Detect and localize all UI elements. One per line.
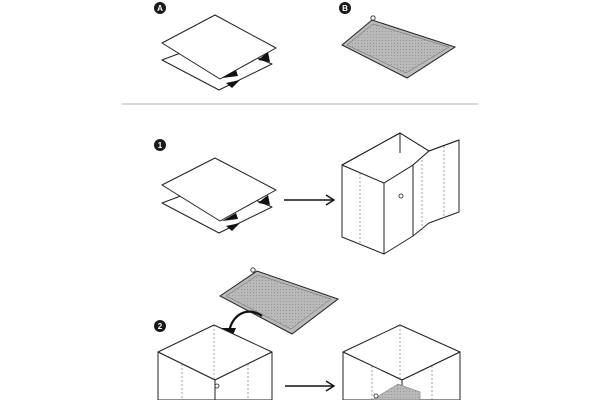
step-a-label: A: [157, 4, 163, 13]
box-icon: [157, 324, 273, 400]
step-2-badge: 2: [154, 320, 166, 332]
grey-panel-icon: [219, 267, 340, 335]
box-icon: [341, 132, 460, 255]
step-b-label: B: [342, 4, 348, 13]
step-1-badge: 1: [154, 139, 166, 151]
grey-panel-icon: [341, 15, 457, 79]
arrow-right-icon: [285, 380, 336, 392]
step-a-badge: A: [154, 2, 166, 14]
flat-sheets-icon: [161, 14, 277, 91]
step-2-label: 2: [158, 322, 163, 331]
step-1-label: 1: [158, 141, 163, 150]
flat-sheets-icon: [161, 157, 277, 234]
arrow-right-icon: [284, 194, 336, 206]
step-b-badge: B: [339, 2, 351, 14]
box-icon: [342, 324, 461, 400]
